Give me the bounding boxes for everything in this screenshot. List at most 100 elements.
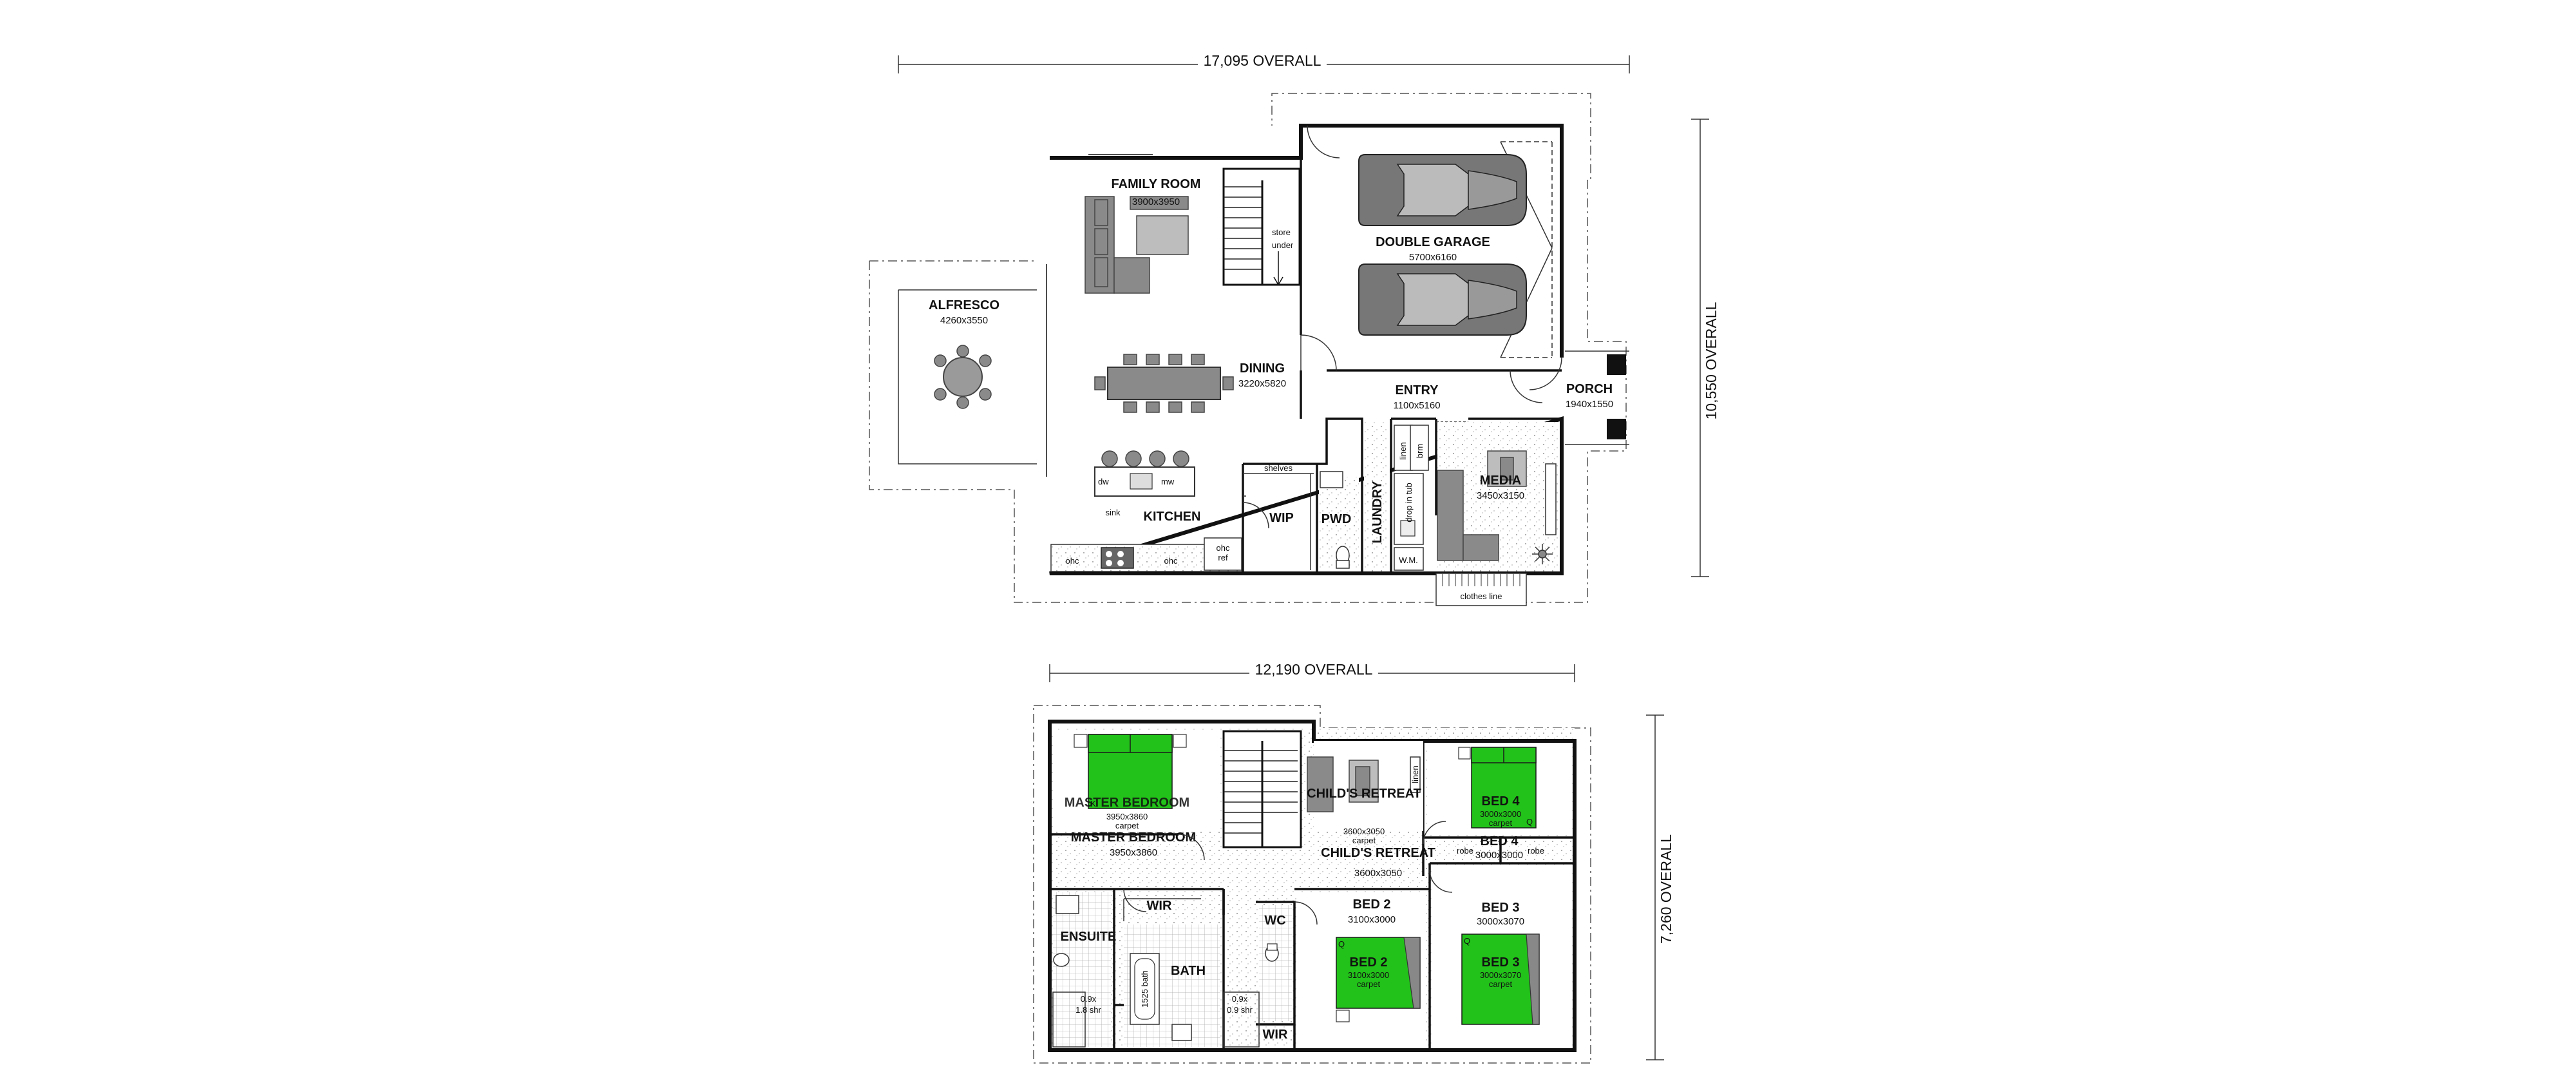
kitchen-label: KITCHEN bbox=[1144, 510, 1201, 524]
childs-retreat-ghost-carpet: carpet bbox=[1352, 836, 1376, 845]
linen-label: linen bbox=[1398, 442, 1408, 459]
alfresco-size: 4260x3550 bbox=[940, 315, 988, 326]
ensuite-label: ENSUITE bbox=[1061, 930, 1117, 944]
upper-overall-width: 12,190 OVERALL bbox=[1255, 661, 1373, 678]
ground-internal-walls bbox=[1242, 417, 1562, 573]
shower-2-size-2: 0.9 shr bbox=[1227, 1005, 1253, 1015]
family-sofa bbox=[1084, 196, 1189, 294]
bed2-size: 3100x3000 bbox=[1348, 914, 1396, 925]
upper-exterior-walls bbox=[1048, 720, 1577, 1052]
ohc-label-2: ohc bbox=[1164, 556, 1178, 566]
wip-label: WIP bbox=[1269, 511, 1294, 525]
master-bed-k: K bbox=[1090, 799, 1096, 809]
master-bedroom-ghost-label: MASTER BEDROOM bbox=[1065, 796, 1189, 810]
alfresco-table bbox=[934, 345, 992, 409]
ensuite-fixtures: 0.9x 1.8 shr bbox=[1052, 892, 1111, 1048]
ground-overall-depth: 10,550 OVERALL bbox=[1703, 302, 1719, 419]
childs-retreat-ghost-size: 3600x3050 bbox=[1343, 827, 1385, 836]
bed2-ghost-label: BED 2 bbox=[1350, 955, 1388, 970]
bed4-ghost-label: BED 4 bbox=[1482, 794, 1520, 809]
bed3-q: Q bbox=[1464, 936, 1470, 946]
dining-table bbox=[1094, 354, 1234, 413]
upper-stairs bbox=[1222, 730, 1302, 848]
dining-label: DINING bbox=[1240, 361, 1285, 376]
porch-label: PORCH bbox=[1566, 382, 1613, 396]
bed4-ghost-carpet: carpet bbox=[1489, 818, 1513, 828]
drop-in-tub-label: drop in tub bbox=[1404, 483, 1414, 522]
ground-eave-outline bbox=[869, 93, 1627, 603]
upper-doors bbox=[1123, 821, 1453, 925]
dishwasher-label: dw bbox=[1098, 477, 1109, 486]
robe-label-1: robe bbox=[1457, 846, 1473, 856]
ohc-ref-label: ohc bbox=[1217, 543, 1230, 553]
bed3-label: BED 3 bbox=[1482, 901, 1520, 915]
bed4-label: BED 4 bbox=[1481, 834, 1519, 848]
bath-size-label: 1525 bath bbox=[1140, 970, 1150, 1008]
car-2 bbox=[1358, 263, 1527, 336]
ground-exterior-walls bbox=[1049, 124, 1564, 575]
wir1-label: WIR bbox=[1147, 899, 1172, 913]
media-size: 3450x3150 bbox=[1477, 490, 1524, 501]
media-label: MEDIA bbox=[1480, 474, 1521, 488]
upper-eave-outline bbox=[1033, 705, 1591, 1064]
upper-width-dimension: 12,190 OVERALL bbox=[1049, 661, 1575, 682]
microwave-label: mw bbox=[1161, 477, 1175, 486]
bed-4: Q bbox=[1458, 747, 1537, 829]
master-bedroom-size: 3950x3860 bbox=[1110, 847, 1157, 858]
ground-depth-dimension: 10,550 OVERALL bbox=[1691, 119, 1719, 577]
ground-doors bbox=[1300, 125, 1562, 423]
pwd-label: PWD bbox=[1321, 512, 1352, 526]
alfresco-inner-outline bbox=[898, 289, 1037, 465]
dining-size: 3220x5820 bbox=[1238, 378, 1286, 389]
family-room-size: 3900x3950 bbox=[1132, 196, 1180, 207]
ensuite-shower-size-1: 0.9x bbox=[1081, 994, 1097, 1004]
entry-label: ENTRY bbox=[1395, 383, 1439, 398]
bath-label: BATH bbox=[1171, 964, 1206, 978]
laundry-label: LAUNDRY bbox=[1370, 481, 1385, 544]
wc-fixtures bbox=[1259, 905, 1293, 1021]
under-label: under bbox=[1272, 240, 1294, 250]
entry-size: 1100x5160 bbox=[1393, 400, 1440, 411]
ohc-label-1: ohc bbox=[1066, 556, 1079, 566]
store-label: store bbox=[1272, 227, 1291, 237]
kitchen-bench: ohc ohc ohc ref bbox=[1050, 537, 1242, 572]
master-bed: K bbox=[1074, 734, 1187, 809]
ref-label: ref bbox=[1218, 553, 1228, 562]
ground-floor-plan: 17,095 OVERALL 10,550 OVERALL bbox=[869, 52, 1719, 606]
upper-depth-dimension: 7,260 OVERALL bbox=[1646, 714, 1674, 1060]
garage-label: DOUBLE GARAGE bbox=[1376, 235, 1490, 249]
garage-cars bbox=[1358, 154, 1527, 336]
car-1 bbox=[1358, 154, 1527, 226]
ground-stairs: store under bbox=[1222, 168, 1301, 286]
upper-overall-depth: 7,260 OVERALL bbox=[1658, 834, 1674, 944]
ground-overall-width: 17,095 OVERALL bbox=[1204, 52, 1321, 69]
ground-width-dimension: 17,095 OVERALL bbox=[898, 52, 1630, 73]
robe-label-2: robe bbox=[1528, 846, 1544, 856]
bed4-size: 3000x3000 bbox=[1475, 850, 1523, 861]
bed3-ghost-label: BED 3 bbox=[1482, 955, 1520, 970]
childs-retreat-size: 3600x3050 bbox=[1354, 868, 1402, 879]
clothes-line-label: clothes line bbox=[1460, 591, 1502, 601]
bed2-label: BED 2 bbox=[1353, 897, 1391, 912]
shelves-label: shelves bbox=[1264, 463, 1293, 473]
wir2-label: WIR bbox=[1263, 1028, 1288, 1042]
media-furniture bbox=[1437, 422, 1560, 571]
pwd-fixtures bbox=[1319, 471, 1359, 570]
clothes-line: clothes line bbox=[1435, 573, 1527, 606]
upper-shower-2: 0.9x 0.9 shr bbox=[1223, 991, 1260, 1048]
childs-retreat-ghost-label-1: CHILD'S RETREAT bbox=[1307, 787, 1421, 801]
bed-2: Q bbox=[1336, 937, 1421, 1022]
washing-machine-label: W.M. bbox=[1399, 555, 1418, 565]
porch-columns bbox=[1565, 350, 1629, 445]
ensuite-shower-size-2: 1.8 shr bbox=[1075, 1005, 1101, 1015]
upper-floor-plan: 12,190 OVERALL 7,260 OVERALL bbox=[1033, 661, 1674, 1064]
wc-label: WC bbox=[1264, 914, 1285, 928]
bed2-ghost-carpet: carpet bbox=[1357, 979, 1381, 989]
bed2-q: Q bbox=[1338, 939, 1345, 949]
shower-2-size-1: 0.9x bbox=[1232, 994, 1248, 1004]
bed2-ghost-size: 3100x3000 bbox=[1348, 970, 1389, 980]
bed3-ghost-carpet: carpet bbox=[1489, 979, 1513, 989]
broom-label: brm bbox=[1415, 444, 1425, 458]
kitchen-island: dw mw bbox=[1094, 450, 1195, 497]
